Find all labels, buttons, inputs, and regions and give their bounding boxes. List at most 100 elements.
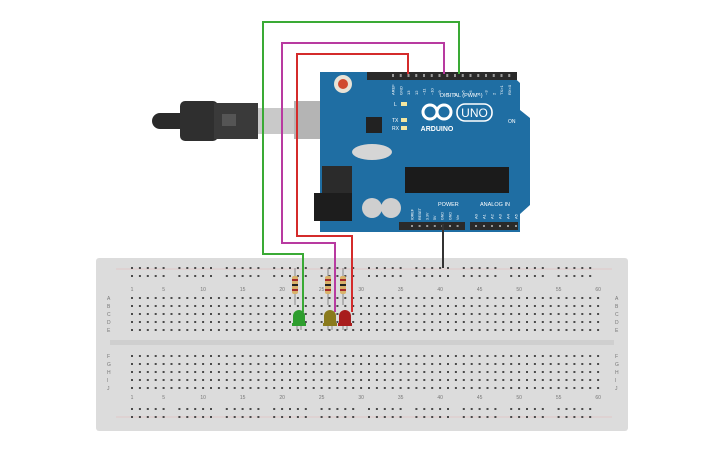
column-number: 35	[398, 395, 404, 401]
column-number: 60	[595, 287, 601, 293]
row-letter: E	[107, 328, 111, 334]
l-led-label: L	[394, 102, 397, 108]
reset-button	[338, 79, 348, 89]
column-number: 20	[279, 287, 285, 293]
column-number: 10	[200, 287, 206, 293]
digital-pin-label: GND	[398, 86, 403, 95]
analog-pin-label: A3	[498, 213, 503, 219]
digital-pin-label: 12	[414, 90, 419, 95]
digital-pin-label: ~9	[437, 90, 442, 95]
column-number: 50	[516, 287, 522, 293]
resistor-3	[340, 268, 346, 305]
row-letter: J	[107, 386, 110, 392]
column-number: 40	[437, 395, 443, 401]
usb-cable	[152, 101, 348, 141]
yellow-led	[323, 310, 337, 330]
arduino-logo-icon	[421, 103, 453, 121]
wires	[262, 21, 460, 312]
leds	[292, 310, 352, 330]
digital-header-label: DIGITAL (PWM~)	[440, 93, 483, 99]
column-number: 5	[162, 395, 165, 401]
analog-pin-label: A2	[490, 213, 495, 219]
digital-pin-label: ~6	[460, 90, 465, 95]
row-letter: B	[107, 304, 111, 310]
digital-pin-label: 2	[491, 92, 496, 95]
power-pin-label: Vin	[456, 215, 460, 220]
row-letter: G	[615, 362, 619, 368]
tx-led-label: TX	[392, 118, 399, 124]
column-number: 15	[240, 287, 246, 293]
row-letter: B	[615, 304, 619, 310]
power-pin-label: 3.3V	[426, 212, 430, 220]
column-number: 10	[200, 395, 206, 401]
row-letter: D	[615, 320, 619, 326]
power-pin-label: GND	[441, 212, 445, 220]
analog-pin-label: A5	[514, 213, 519, 219]
row-letter: A	[615, 296, 619, 302]
row-letter: C	[615, 312, 619, 318]
column-number: 30	[358, 287, 364, 293]
breadboard-holes	[131, 267, 600, 418]
power-pin-label: RESET	[418, 207, 422, 220]
on-label: ON	[508, 119, 516, 125]
analog-header	[470, 222, 518, 230]
digital-pin-label: TX>1	[499, 85, 504, 95]
power-header	[399, 222, 465, 230]
magenta-wire	[281, 42, 445, 312]
power-pin-label: 5V	[433, 215, 437, 220]
row-letter: A	[107, 296, 111, 302]
power-pin-label: IOREF	[410, 208, 414, 220]
red-wire	[296, 53, 409, 312]
digital-pin-label: RX<0	[507, 84, 512, 95]
column-number: 30	[358, 395, 364, 401]
analog-pin-label: A4	[506, 213, 511, 219]
analog-pin-label: A0	[474, 213, 479, 219]
column-number: 35	[398, 287, 404, 293]
model-label: UNO	[461, 106, 488, 120]
row-letter: H	[615, 370, 619, 376]
resistors	[292, 268, 346, 305]
digital-pin-label: AREF	[391, 84, 396, 95]
row-letter: J	[615, 386, 618, 392]
row-letter: F	[615, 354, 618, 360]
digital-pin-label: ~10	[429, 87, 434, 95]
digital-pin-label: 7	[453, 92, 458, 95]
column-number: 20	[279, 395, 285, 401]
row-letter: D	[107, 320, 111, 326]
green-wire	[262, 21, 460, 312]
arduino-board: UNO ARDUINO ON L TX RX DIGITAL (PWM~) PO…	[314, 72, 530, 232]
power-label: POWER	[438, 202, 459, 208]
row-letter: E	[615, 328, 619, 334]
digital-pin-label: 4	[476, 92, 481, 95]
red-led	[338, 310, 352, 330]
power-jack	[314, 193, 352, 221]
column-number: 60	[595, 395, 601, 401]
row-letter: F	[107, 354, 110, 360]
column-number: 55	[556, 287, 562, 293]
column-number: 1	[131, 395, 134, 401]
breadboard: 1155101015152020252530303535404045455050…	[96, 258, 628, 431]
digital-header	[367, 72, 517, 80]
green-led	[292, 310, 306, 330]
microcontroller-chip	[405, 167, 509, 193]
rx-led-label: RX	[392, 126, 400, 132]
column-number: 1	[131, 287, 134, 293]
column-numbers: 1155101015152020252530303535404045455050…	[131, 287, 601, 401]
column-number: 55	[556, 395, 562, 401]
brand-label: ARDUINO	[421, 126, 454, 133]
column-number: 40	[437, 287, 443, 293]
column-number: 45	[477, 287, 483, 293]
analog-pin-label: A1	[482, 213, 487, 219]
column-number: 25	[319, 287, 325, 293]
row-letter: I	[615, 378, 616, 384]
digital-pin-label: 13	[406, 90, 411, 95]
column-number: 5	[162, 287, 165, 293]
resistor-2	[325, 268, 331, 305]
analog-label: ANALOG IN	[480, 202, 510, 208]
row-letter: C	[107, 312, 111, 318]
column-number: 25	[319, 395, 325, 401]
